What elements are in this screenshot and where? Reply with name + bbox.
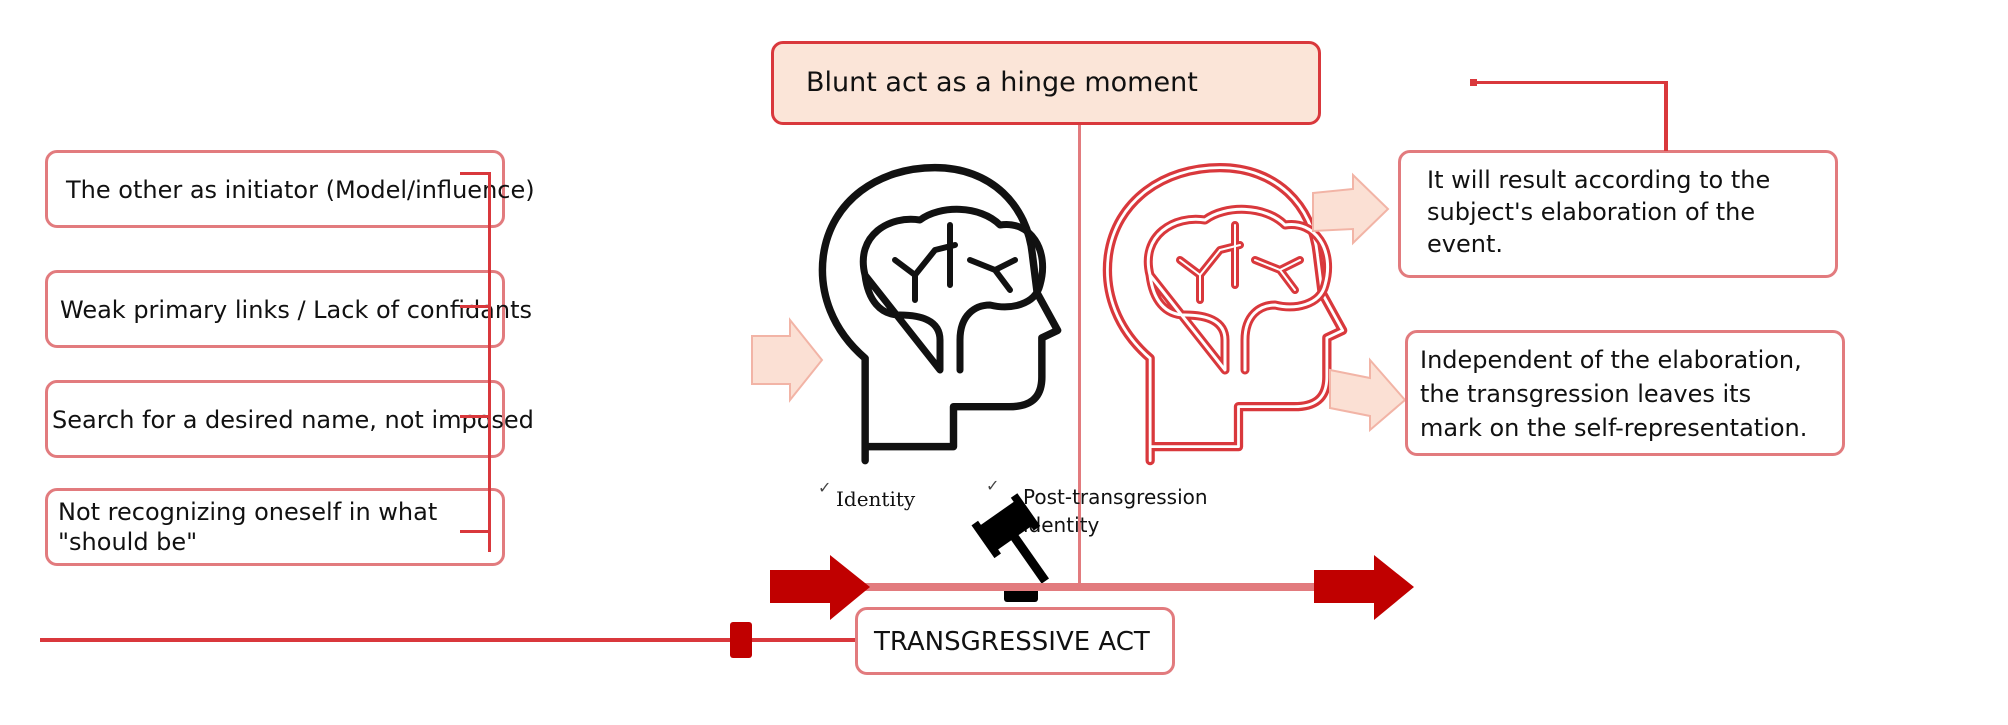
input-arrow-icon: [751, 317, 824, 403]
identity-label: Identity: [836, 487, 916, 511]
factor-text: Search for a desired name, not imposed: [52, 406, 534, 434]
factor-text: Weak primary links / Lack of confidants: [60, 296, 533, 324]
top-right-connector-v: [1664, 81, 1668, 151]
outcome-box-mark: Independent of the elaboration, the tran…: [1405, 330, 1845, 456]
factor-text-line2: "should be": [58, 528, 198, 556]
top-right-connector-h: [1472, 81, 1667, 84]
check-icon: ✓: [986, 476, 1000, 495]
outcome-text-line: mark on the self-representation.: [1420, 414, 1808, 442]
factor-text: The other as initiator (Model/influence): [66, 176, 535, 204]
factor-box-desired-name: Search for a desired name, not imposed: [45, 380, 534, 458]
connector-dot: [1470, 79, 1477, 86]
factor-text-line1: Not recognizing oneself in what: [58, 498, 438, 526]
transgressive-act-label: TRANSGRESSIVE ACT: [874, 627, 1150, 657]
post-transgression-label-line1: Post-transgression: [1023, 485, 1208, 509]
title-box: Blunt act as a hinge moment: [771, 41, 1321, 125]
hinge-connector: [1078, 125, 1081, 590]
bracket-tick-3: [460, 415, 490, 418]
outcome-arrow-icon: [1329, 357, 1407, 433]
bracket-vertical: [488, 172, 491, 552]
bracket-tick-1: [460, 172, 490, 175]
gavel-icon: [971, 493, 1050, 602]
outcome-box-elaboration: It will result according to the subject'…: [1398, 150, 1838, 278]
outcome-text-line: Independent of the elaboration,: [1420, 346, 1802, 374]
factor-box-initiator: The other as initiator (Model/influence): [45, 150, 535, 228]
timeline-marker: [730, 622, 752, 658]
timeline-main-line: [860, 583, 1320, 591]
bracket-tick-2: [460, 305, 490, 308]
transgressive-act-box: TRANSGRESSIVE ACT: [855, 607, 1175, 675]
check-icon: ✓: [818, 478, 832, 497]
outcome-text-line: It will result according to the: [1427, 166, 1771, 194]
identity-head-icon: [818, 163, 1062, 465]
bracket-tick-4: [460, 530, 490, 533]
title-text: Blunt act as a hinge moment: [806, 67, 1198, 98]
outcome-text-line: subject's elaboration of the: [1427, 198, 1756, 226]
timeline-end-arrow-icon: [1314, 555, 1414, 620]
outcome-text-line: the transgression leaves its: [1420, 380, 1752, 408]
timeline-lower-line: [40, 638, 860, 642]
outcome-text-line: event.: [1427, 230, 1503, 258]
post-transgression-head-icon: [1102, 163, 1348, 466]
timeline-start-arrow-icon: [770, 555, 870, 620]
factor-box-weak-links: Weak primary links / Lack of confidants: [45, 270, 532, 348]
factor-box-not-recognizing: Not recognizing oneself in what "should …: [45, 488, 505, 566]
outcome-arrow-icon: [1312, 172, 1390, 246]
